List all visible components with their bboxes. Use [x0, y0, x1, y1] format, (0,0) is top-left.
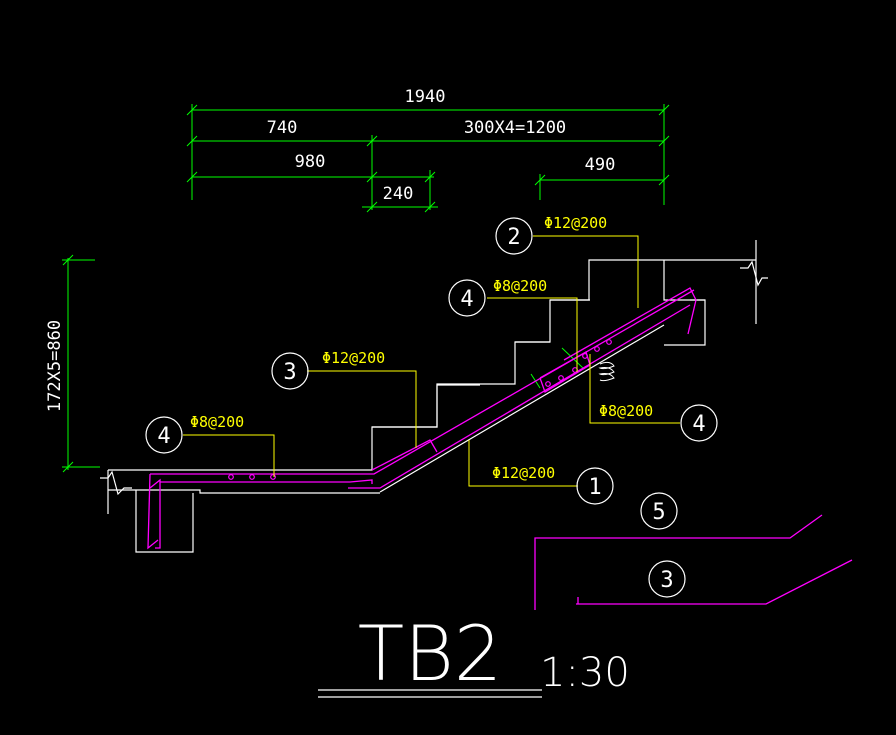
mark-number-4-left: 4 [157, 424, 170, 449]
note-mark4-left: Φ8@200 [190, 413, 244, 431]
dim-stair-height: 172X5=860 [45, 320, 65, 412]
note-mark2: Φ12@200 [544, 214, 607, 232]
mark-circle-2 [495, 217, 533, 255]
note-mark1: Φ12@200 [492, 464, 555, 482]
note-mark4-upper: Φ8@200 [493, 277, 547, 295]
leader-lines [183, 235, 680, 487]
dimension-lines [62, 104, 670, 473]
dim-steps-span: 300X4=1200 [464, 118, 566, 138]
mark-circle-4-upper [448, 279, 486, 317]
drawing-title: TB2 1:30 [318, 609, 630, 698]
title-name: TB2 [358, 609, 503, 698]
concrete-outline [100, 240, 768, 553]
mark-number-4-upper: 4 [460, 287, 473, 312]
mark-number-1: 1 [588, 475, 601, 500]
detail-circle-3 [648, 560, 686, 598]
dim-upper-rebar-run: 490 [585, 155, 616, 175]
mark-number-3: 3 [283, 360, 296, 385]
rebar-lines [147, 287, 853, 610]
rebar-notes: Φ12@200 Φ8@200 Φ12@200 Φ8@200 Φ8@200 Φ12… [190, 214, 653, 482]
mark-numbers: 2 4 3 4 4 1 5 3 [157, 225, 705, 593]
mark-circle-4-left [145, 416, 183, 454]
mark-circle-1 [576, 467, 614, 505]
detail-number-3: 3 [660, 568, 673, 593]
dim-lower-landing: 740 [267, 118, 298, 138]
dim-beam-width: 240 [383, 184, 414, 204]
mark-circle-4-right [680, 404, 718, 442]
note-mark4-right: Φ8@200 [599, 402, 653, 420]
dim-overall-length: 1940 [405, 87, 446, 107]
spring-glyph [598, 361, 615, 382]
mark-number-2: 2 [507, 225, 520, 250]
mark-circle-3 [271, 352, 309, 390]
note-mark3: Φ12@200 [322, 349, 385, 367]
title-scale: 1:30 [540, 650, 630, 696]
rebar-dots [228, 339, 612, 480]
detail-number-5: 5 [652, 500, 665, 525]
mark-circles [145, 217, 718, 598]
detail-circle-5 [640, 492, 678, 530]
mark-number-4-right: 4 [692, 412, 705, 437]
dim-bottom-rebar-run: 980 [295, 152, 326, 172]
dimension-labels: 1940 740 300X4=1200 980 240 490 172X5=86… [45, 87, 615, 412]
